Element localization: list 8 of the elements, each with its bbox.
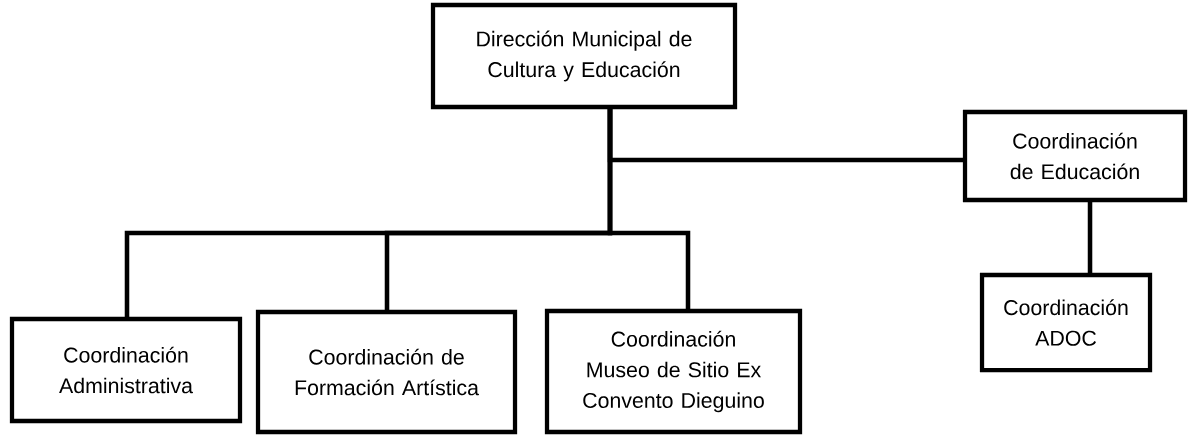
org-box: Coordinación de Formación Artística [255, 309, 518, 435]
connector-line [607, 106, 691, 312]
org-box: Coordinación Administrativa [9, 316, 243, 424]
connector-line [1087, 199, 1093, 276]
org-box: Coordinación Museo de Sitio Ex Convento Dieguino [544, 308, 803, 435]
org-box: Dirección Municipal de Cultura y Educación [430, 2, 738, 110]
org-box: Coordinación ADOC [979, 272, 1153, 373]
org-box: Coordinación de Educación [962, 109, 1188, 203]
